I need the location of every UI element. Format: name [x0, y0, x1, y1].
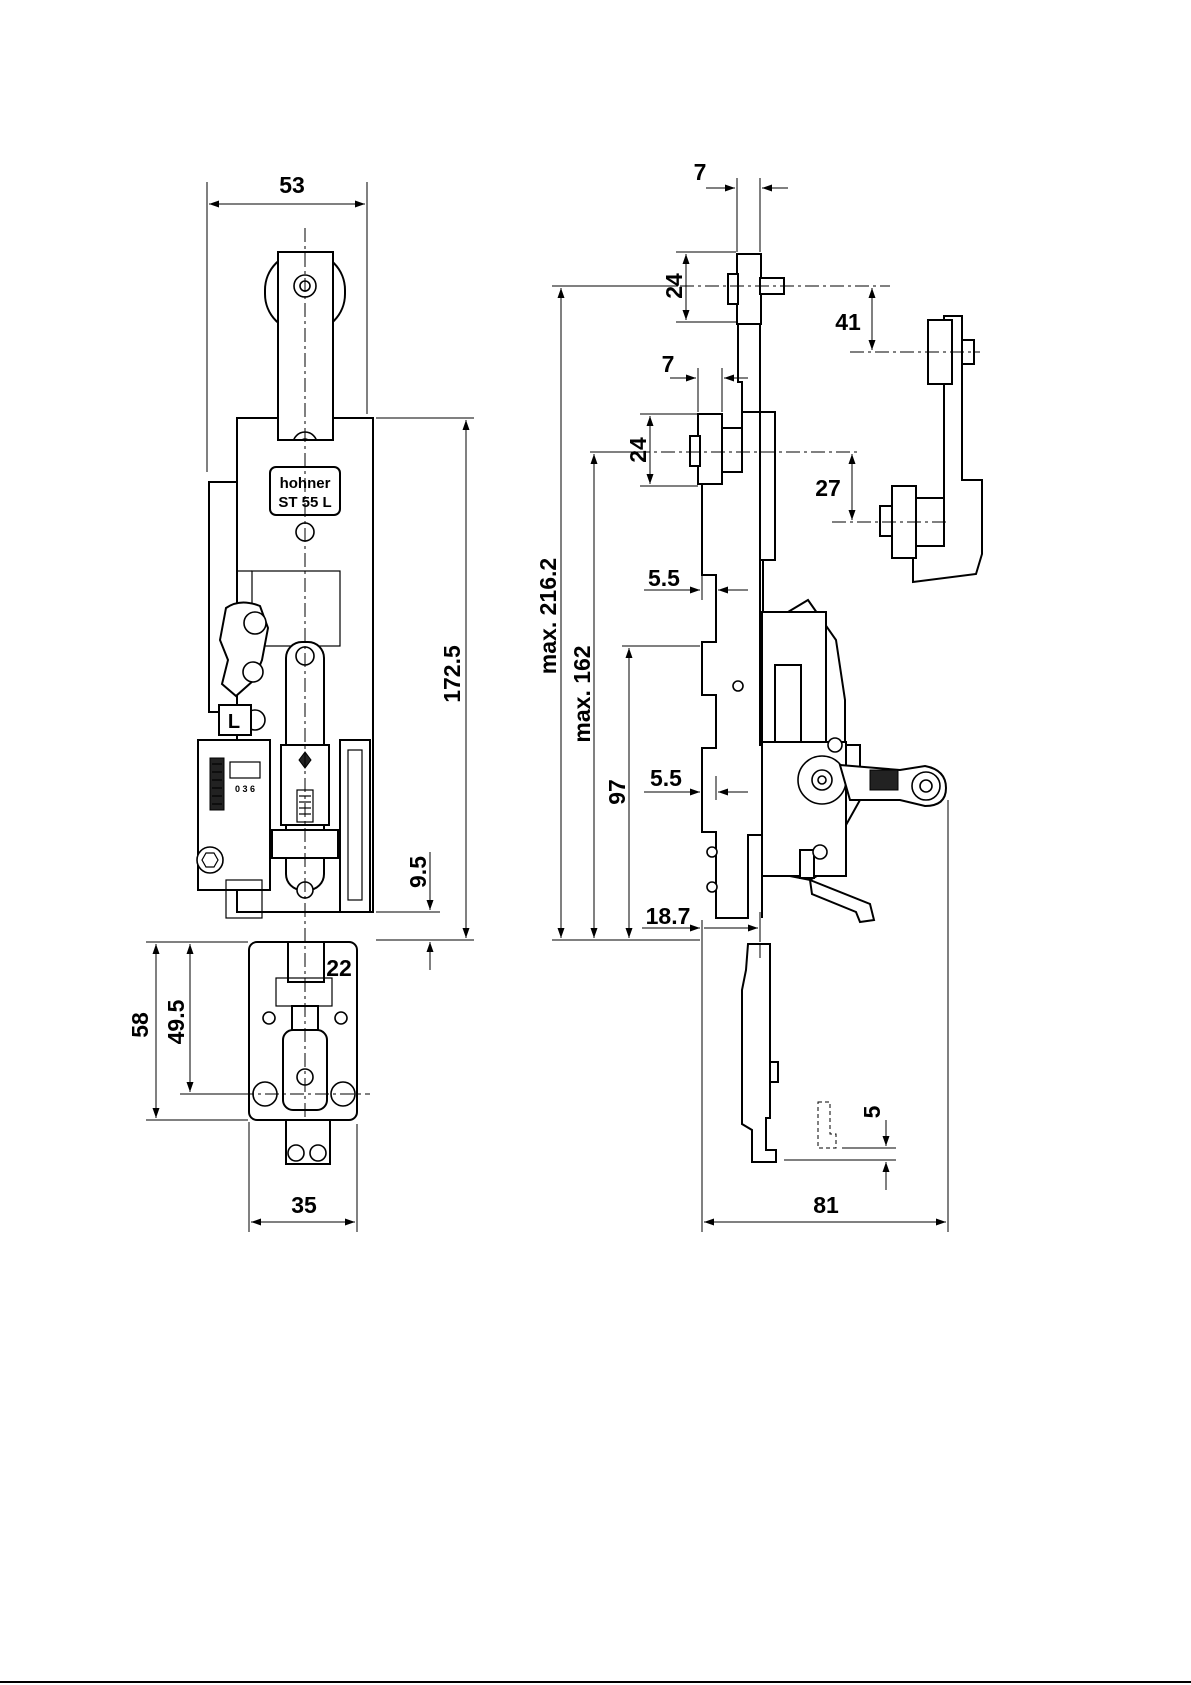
front-knurled-wheel [210, 758, 224, 810]
front-right-rail [340, 740, 370, 912]
dim-base-width: 35 [291, 1192, 317, 1218]
side-roller-mid [698, 414, 722, 484]
dim-offset-upper: 5.5 [648, 565, 680, 591]
dim-depth-total: 81 [813, 1192, 839, 1218]
dim-max-height-b: max. 162 [569, 645, 595, 742]
scale-digits: 0 3 6 [235, 784, 255, 794]
dim-step-5: 5 [859, 1105, 885, 1118]
side-base-plate [742, 944, 776, 1162]
dim-roller-dia-mid: 24 [625, 437, 651, 463]
page-bottom-rule [0, 1681, 1191, 1683]
dim-mount-height: 58 [127, 1012, 153, 1038]
front-view: hohner ST 55 L L 0 3 6 [127, 172, 474, 1232]
side-hook [810, 880, 874, 922]
front-hex-screw [197, 847, 223, 873]
dim-travel-top: 41 [835, 309, 861, 335]
dim-offset-bottom: 9.5 [405, 856, 431, 888]
side-alt-position [880, 316, 982, 582]
side-roller-top [737, 254, 761, 324]
dim-travel-mid: 27 [815, 475, 841, 501]
dim-offset-bottom-side: 18.7 [646, 903, 691, 929]
dim-hole-height: 49.5 [163, 999, 189, 1044]
side-view: 7 24 41 7 24 27 max. 216.2 max. 162 [535, 159, 982, 1232]
dim-offset-lower: 5.5 [650, 765, 682, 791]
dim-roller-offset-top: 7 [694, 159, 707, 185]
slot-number: 22 [326, 955, 352, 981]
side-mark: L [228, 711, 240, 733]
dim-height-total: 172.5 [439, 645, 465, 703]
dim-roller-offset-mid: 7 [662, 351, 675, 377]
dim-height-97: 97 [604, 779, 630, 805]
dim-max-height-a: max. 216.2 [535, 558, 561, 674]
dim-width-top: 53 [279, 172, 305, 198]
